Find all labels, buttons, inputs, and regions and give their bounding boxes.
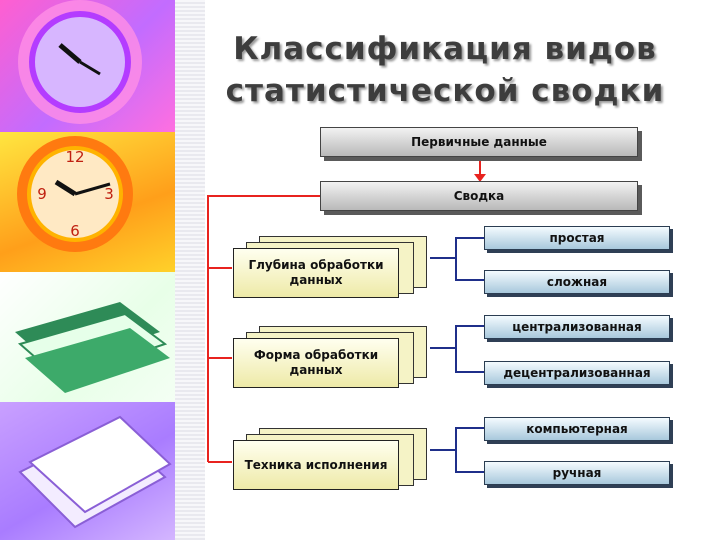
type-label: компьютерная <box>526 422 628 437</box>
type-box: простая <box>484 226 670 250</box>
criterion-label: Форма обработки данных <box>233 338 399 388</box>
connector-line <box>430 238 484 258</box>
type-box: ручная <box>484 461 670 485</box>
connector-line <box>456 258 484 280</box>
primary-data-label: Первичные данные <box>411 135 547 150</box>
type-box: централизованная <box>484 315 670 339</box>
type-box: децентрализованная <box>484 361 670 385</box>
type-label: простая <box>550 231 605 246</box>
criterion-technique: Техника исполнения <box>233 428 429 492</box>
type-label: ручная <box>553 466 602 481</box>
type-label: централизованная <box>512 320 641 335</box>
criterion-label: Техника исполнения <box>233 440 399 490</box>
connector-line <box>430 326 484 348</box>
type-label: децентрализованная <box>503 366 650 381</box>
connector-line <box>430 428 484 450</box>
primary-data-box: Первичные данные <box>320 127 638 157</box>
svodka-label: Сводка <box>454 189 505 204</box>
connector-line <box>456 348 484 372</box>
svodka-box: Сводка <box>320 181 638 211</box>
criterion-form: Форма обработки данных <box>233 326 429 390</box>
type-box: компьютерная <box>484 417 670 441</box>
criterion-depth: Глубина обработки данных <box>233 236 429 300</box>
criterion-label: Глубина обработки данных <box>233 248 399 298</box>
type-label: сложная <box>547 275 607 290</box>
connector-line <box>456 450 484 472</box>
type-box: сложная <box>484 270 670 294</box>
